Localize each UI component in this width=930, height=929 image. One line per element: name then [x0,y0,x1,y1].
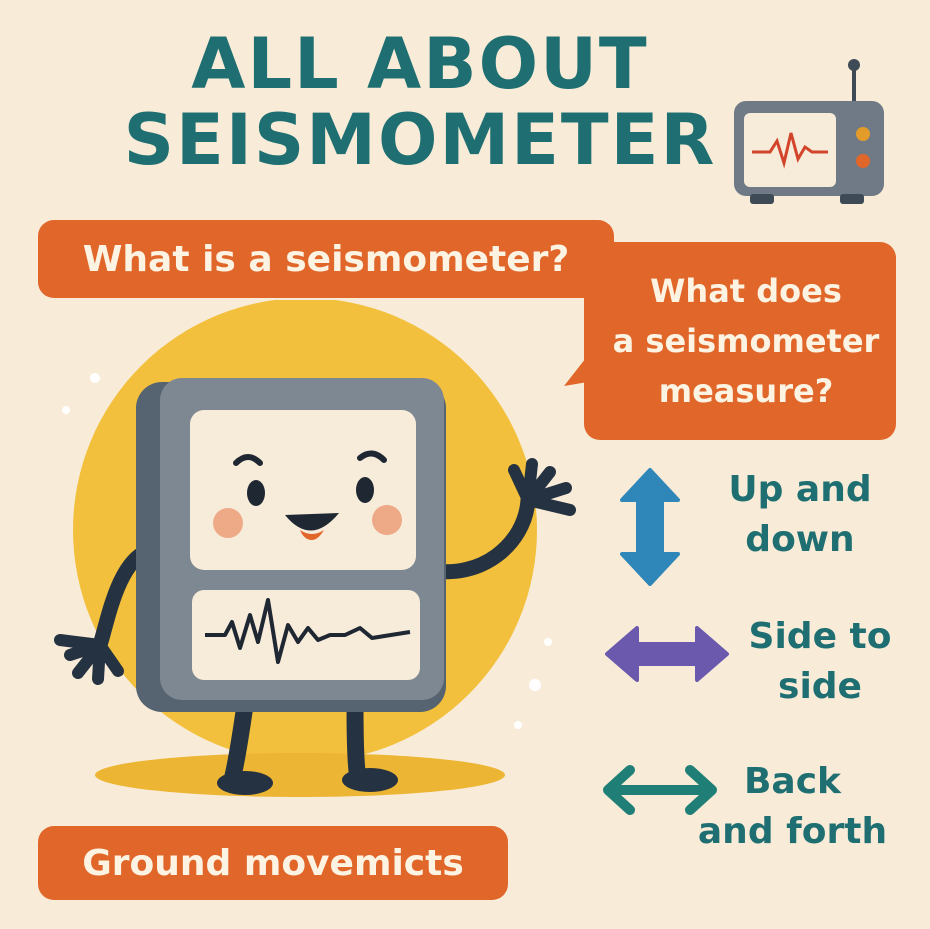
movement-back-forth: Back and forth [690,757,895,857]
movement-up-down: Up and down [705,465,895,565]
double-arrow-icon [603,765,717,815]
speech-tail [564,340,600,386]
what-measure-line-2: a seismometer [612,322,880,360]
radio-seismograph-icon [734,59,884,204]
what-is-question: What is a seismometer? [38,220,614,298]
vertical-arrow-icon [620,468,680,586]
what-measure-question: What does a seismometer measure? [584,242,896,440]
movement-label: Back [743,761,841,802]
horizontal-arrow-icon [605,626,729,682]
seismometer-character [54,300,576,797]
page-title: ALL ABOUT SEISMOMETER [60,26,780,178]
movement-label: and forth [697,811,888,852]
movement-side-to-side: Side to side [735,612,905,712]
what-measure-line-1: What does [650,272,842,310]
movement-label: Up and [728,469,872,510]
title-line-1: ALL ABOUT [191,23,649,105]
ground-movements-caption: Ground movemicts [38,826,508,900]
what-measure-line-3: measure? [658,372,834,410]
movement-label: down [745,519,855,560]
movement-label: Side to [748,616,892,657]
movement-label: side [778,666,862,707]
title-line-2: SEISMOMETER [123,99,717,181]
